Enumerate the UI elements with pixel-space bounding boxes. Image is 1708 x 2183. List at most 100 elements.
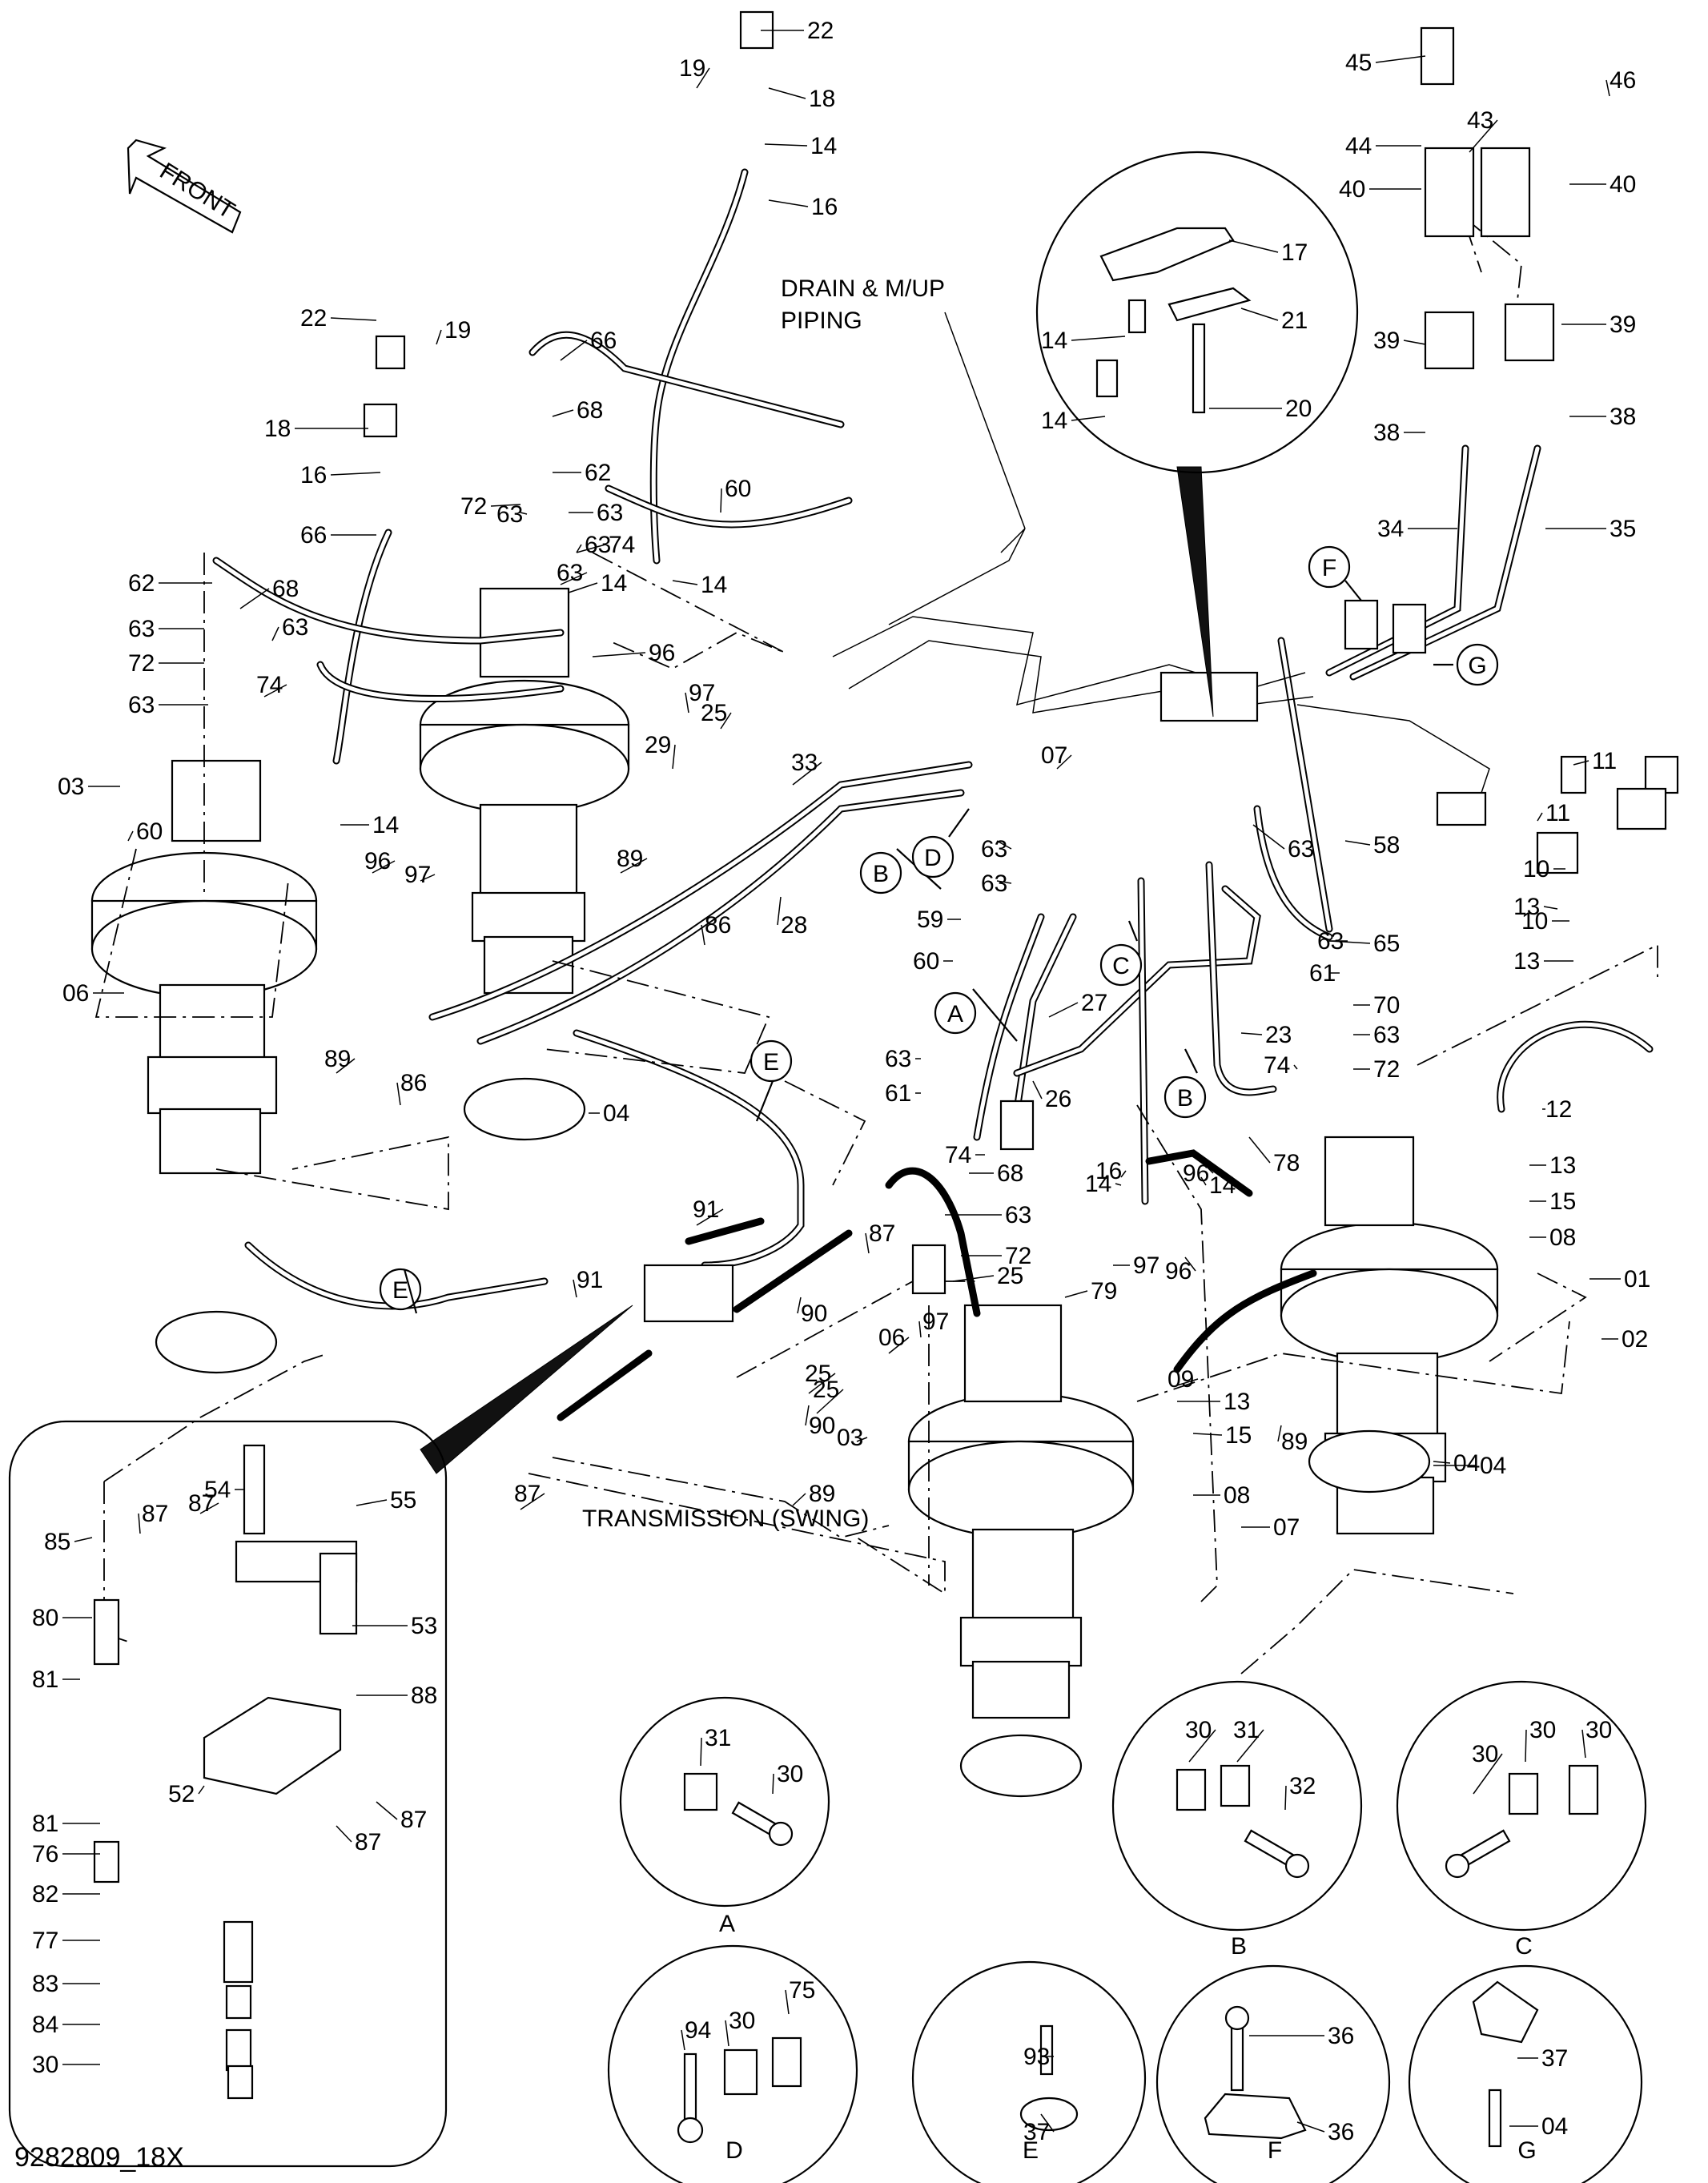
part-callout: 28 (781, 912, 807, 939)
part-callout: 13 (1513, 948, 1540, 975)
callout-leader (1473, 1753, 1503, 1795)
view-marker-letter: A (947, 1001, 963, 1027)
part-callout: 83 (32, 1971, 58, 1997)
callout-leader (672, 580, 698, 585)
callout-leader (816, 1389, 844, 1414)
part-callout: 54 (204, 1477, 231, 1503)
view-marker-circle (859, 851, 902, 895)
part-callout: 72 (1005, 1243, 1031, 1269)
callout-leader (520, 512, 528, 515)
detail-circle-A (619, 1696, 830, 1908)
view-marker-circle (1163, 1075, 1207, 1119)
part-callout: 15 (1549, 1188, 1576, 1215)
view-marker-leader (755, 1080, 774, 1122)
part-callout: 14 (701, 572, 727, 598)
view-marker-letter: E (763, 1049, 779, 1075)
part-callout: 02 (1622, 1326, 1648, 1353)
callout-leader (1581, 1729, 1586, 1759)
part-callout: 04 (1453, 1450, 1480, 1477)
part-callout: 87 (355, 1829, 381, 1855)
part-callout: 19 (444, 317, 471, 344)
part-callout: 06 (62, 980, 89, 1007)
o-ring-04-a (463, 1077, 586, 1141)
part-callout: 14 (1085, 1171, 1111, 1197)
callout-leader (1115, 1183, 1122, 1186)
detail-circle-B (1111, 1680, 1363, 1932)
callout-leader (856, 1437, 868, 1442)
part-callout: 96 (1183, 1160, 1209, 1187)
part-callout: 25 (805, 1361, 831, 1387)
callout-leader (1252, 824, 1285, 850)
part-callout: 18 (264, 416, 291, 442)
callout-leader (552, 409, 574, 417)
part-callout: 46 (1610, 67, 1636, 94)
callout-leader (1236, 1729, 1264, 1763)
view-marker-letter: B (1177, 1085, 1193, 1112)
callout-leader (568, 582, 598, 593)
view-marker-letter: B (873, 861, 889, 887)
part-callout: 63 (885, 1046, 911, 1072)
transmission-left (90, 759, 318, 1175)
callout-leader (1192, 1433, 1223, 1436)
callout-leader (797, 1297, 802, 1314)
part-callout: 82 (32, 1881, 58, 1908)
callout-leader (263, 684, 287, 698)
drain-mup-piping-label-1: DRAIN & M/UP (781, 275, 945, 302)
callout-leader (1188, 1729, 1216, 1763)
callout-leader (1293, 1064, 1298, 1070)
part-callout: 58 (1373, 832, 1400, 858)
part-callout: 63 (557, 560, 583, 586)
detail-circle-F (1155, 1964, 1391, 2183)
part-callout: 30 (32, 2052, 58, 2078)
callout-leader (138, 1513, 141, 1534)
detail-view-label: G (1517, 2137, 1536, 2164)
part-callout: 63 (981, 836, 1007, 862)
part-callout: 60 (725, 476, 751, 502)
view-marker-leader (403, 1268, 418, 1314)
callout-leader (805, 1405, 810, 1426)
callout-leader (1248, 1136, 1271, 1164)
part-callout: 14 (372, 812, 399, 838)
part-callout: 36 (1328, 2023, 1354, 2049)
callout-leader (681, 2029, 685, 2051)
part-callout: 45 (1345, 50, 1372, 76)
part-callout: 91 (693, 1196, 719, 1223)
part-callout: 90 (809, 1413, 835, 1439)
part-callout: 86 (705, 912, 731, 939)
callout-leader (1048, 1002, 1079, 1018)
document-id: 9282809_18X (14, 2142, 184, 2173)
part-callout: 16 (300, 462, 327, 488)
callout-leader (720, 712, 732, 730)
callout-leader (768, 199, 809, 207)
part-callout: 62 (128, 570, 155, 597)
part-callout: 37 (1541, 2045, 1568, 2072)
part-callout: 72 (1373, 1056, 1400, 1083)
callout-leader (1071, 416, 1106, 421)
transmission-center-upper (419, 587, 630, 995)
part-callout: 63 (282, 614, 308, 641)
part-callout: 63 (1288, 836, 1314, 862)
callout-leader (1403, 340, 1426, 345)
callout-leader (336, 1825, 352, 1843)
part-callout: 32 (1289, 1773, 1316, 1799)
part-callout: 25 (997, 1263, 1023, 1289)
detail-view-label: C (1515, 1933, 1533, 1960)
part-callout: 66 (590, 328, 617, 354)
callout-leader (1228, 239, 1279, 253)
inset-circle-clamp (1035, 151, 1359, 474)
view-marker-letter: G (1468, 653, 1486, 679)
part-callout: 36 (1328, 2119, 1354, 2145)
part-callout: 26 (1045, 1086, 1071, 1112)
callout-leader (996, 840, 1012, 850)
part-callout: 18 (809, 86, 835, 112)
part-callout: 61 (885, 1080, 911, 1107)
part-callout: 68 (997, 1160, 1023, 1187)
part-callout: 03 (837, 1425, 863, 1451)
callout-leader (1200, 1160, 1214, 1174)
view-marker-leader (972, 988, 1018, 1042)
part-callout: 07 (1041, 742, 1067, 769)
callout-leader (336, 1058, 356, 1074)
part-callout: 74 (945, 1142, 971, 1168)
callout-leader (560, 340, 588, 361)
part-callout: 23 (1265, 1022, 1292, 1048)
